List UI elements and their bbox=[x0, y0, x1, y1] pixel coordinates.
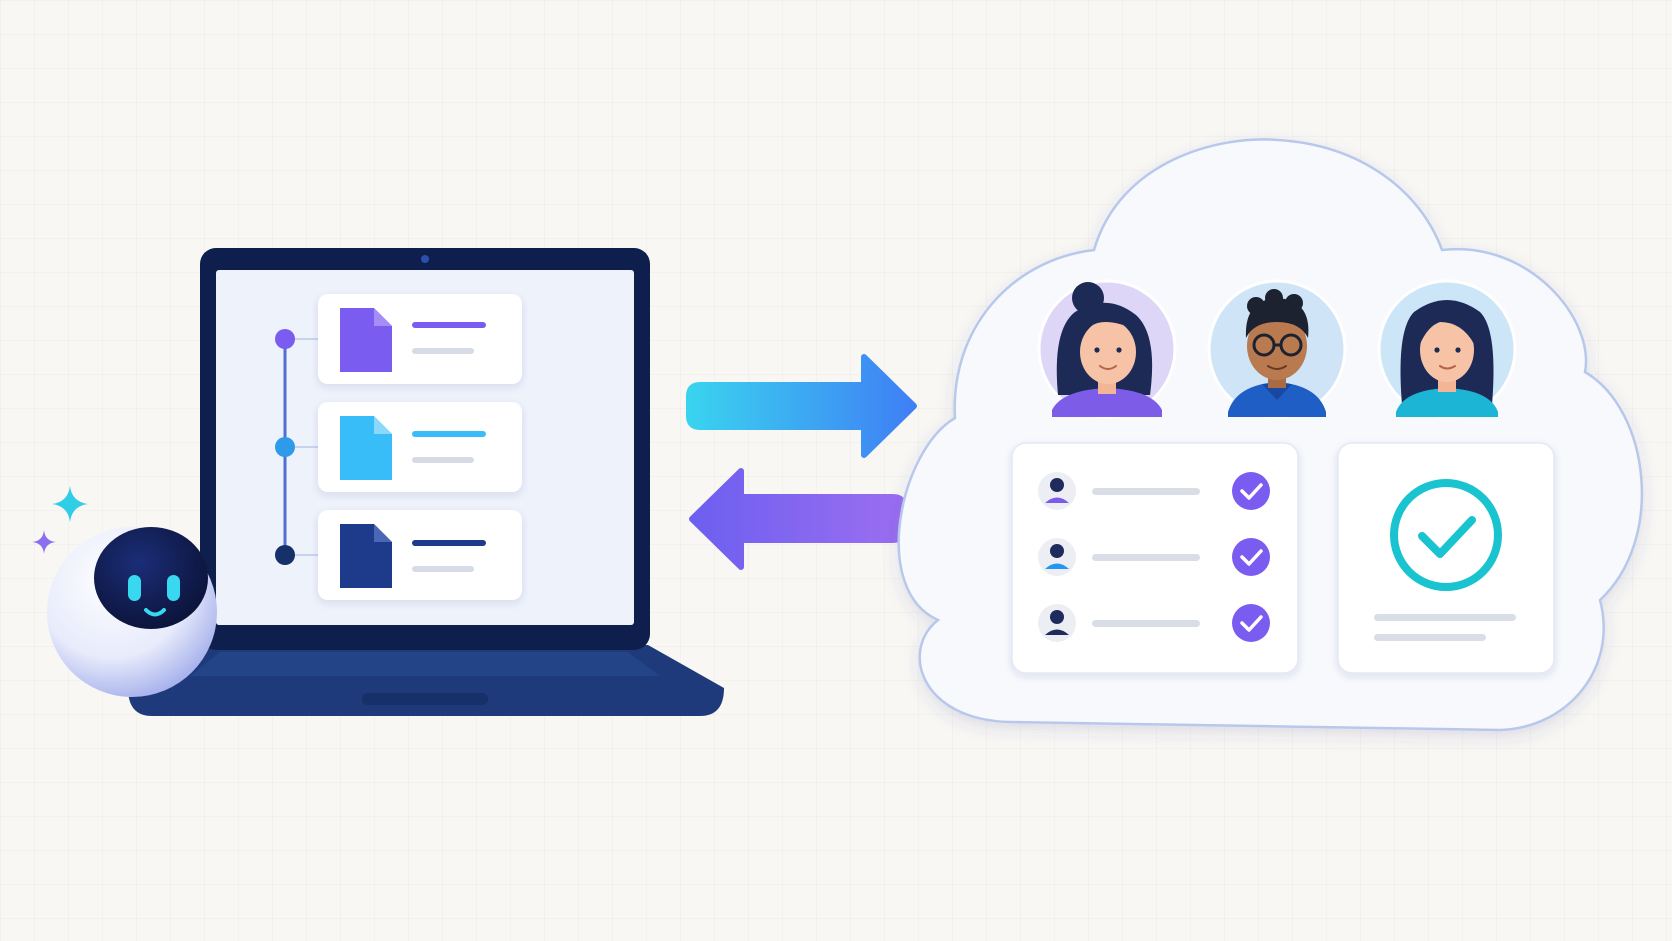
timeline-node bbox=[275, 545, 295, 565]
file-meta-line bbox=[412, 566, 474, 572]
status-text-line bbox=[1374, 614, 1516, 621]
file-meta-line bbox=[412, 348, 474, 354]
person-avatar-icon[interactable] bbox=[1037, 279, 1177, 419]
checklist-row[interactable] bbox=[1038, 604, 1270, 642]
file-title-line bbox=[412, 431, 486, 437]
laptop bbox=[128, 248, 724, 716]
person-avatar-icon[interactable] bbox=[1207, 279, 1347, 419]
timeline-node bbox=[275, 329, 295, 349]
file-title-line bbox=[412, 540, 486, 546]
robot-face bbox=[94, 527, 208, 629]
checklist-row[interactable] bbox=[1038, 472, 1270, 510]
cloud-workspace bbox=[897, 138, 1644, 732]
person-avatar-icon[interactable] bbox=[1377, 279, 1517, 419]
check-circle-icon bbox=[1390, 479, 1502, 591]
row-text-line bbox=[1092, 620, 1200, 627]
file-timeline bbox=[275, 329, 318, 565]
row-text-line bbox=[1092, 488, 1200, 495]
checklist-card bbox=[1011, 442, 1299, 674]
laptop-trackpad-notch bbox=[362, 693, 488, 705]
row-text-line bbox=[1092, 554, 1200, 561]
file-card[interactable] bbox=[318, 510, 522, 600]
status-card bbox=[1337, 442, 1555, 674]
arrow-left-icon bbox=[689, 468, 907, 570]
sparkle-icon bbox=[32, 530, 56, 554]
file-meta-line bbox=[412, 457, 474, 463]
timeline-node bbox=[275, 437, 295, 457]
robot-eye bbox=[128, 575, 141, 601]
robot-assistant-icon[interactable] bbox=[47, 527, 217, 697]
check-badge-icon bbox=[1232, 538, 1270, 576]
robot-eye bbox=[167, 575, 180, 601]
check-badge-icon bbox=[1232, 472, 1270, 510]
status-text-line bbox=[1374, 634, 1486, 641]
laptop-camera bbox=[421, 255, 429, 263]
check-badge-icon bbox=[1232, 604, 1270, 642]
file-card[interactable] bbox=[318, 402, 522, 492]
robot-smile bbox=[144, 608, 166, 617]
sparkle-icon bbox=[52, 486, 88, 522]
file-title-line bbox=[412, 322, 486, 328]
arrow-right-icon bbox=[686, 354, 917, 458]
file-card[interactable] bbox=[318, 294, 522, 384]
checklist-row[interactable] bbox=[1038, 538, 1270, 576]
